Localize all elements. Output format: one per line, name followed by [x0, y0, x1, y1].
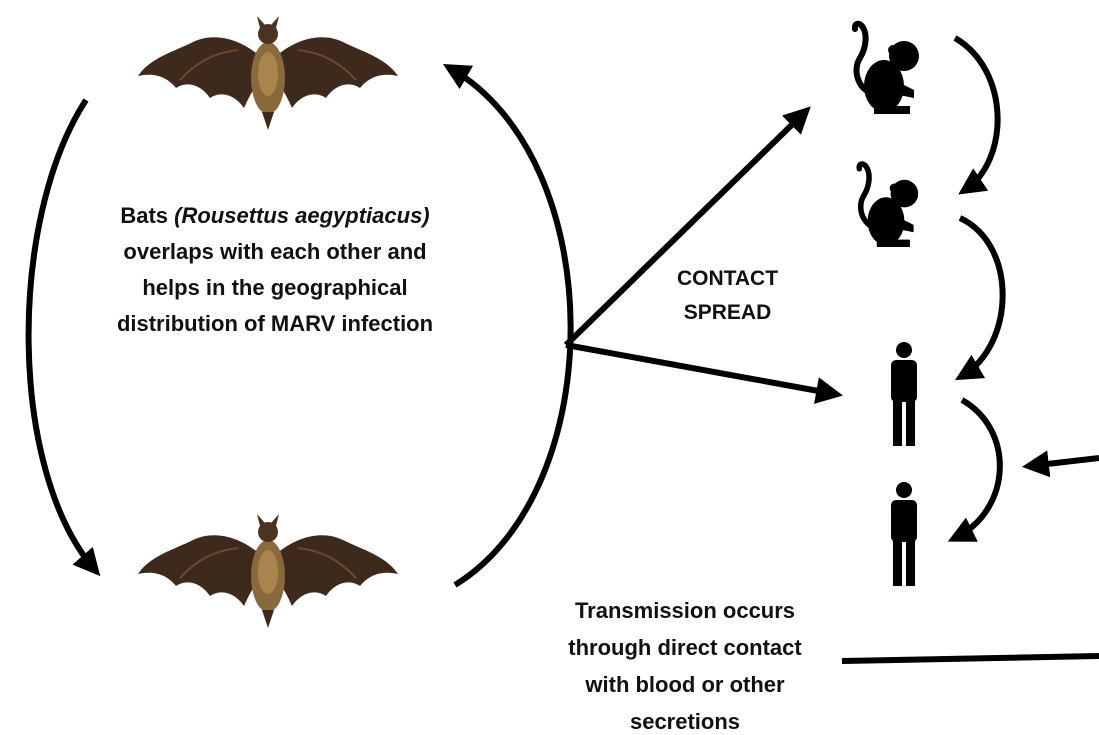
transmission-arrow — [1030, 458, 1099, 466]
bats-description: Bats (Rousettus aegyptiacus) overlaps wi… — [75, 198, 475, 342]
transmission-line2: through direct contact — [520, 629, 850, 666]
monkey-icon-2 — [859, 164, 918, 247]
person-icon-2 — [891, 482, 917, 586]
bats-description-line4: distribution of MARV infection — [75, 306, 475, 342]
chain-arrow-monkey-to-monkey — [955, 38, 998, 190]
transmission-line3: with blood or other — [520, 666, 850, 703]
contact-spread-line1: CONTACT — [660, 262, 795, 296]
transmission-description: Transmission occurs through direct conta… — [520, 592, 850, 735]
chain-arrow-human-to-human — [955, 400, 1000, 538]
bats-label: Bats — [120, 203, 174, 228]
bat-icon-top — [138, 16, 398, 130]
person-icon-1 — [891, 342, 917, 446]
transmission-line — [842, 656, 1099, 661]
contact-arrow-to-human — [566, 345, 835, 394]
contact-spread-line2: SPREAD — [660, 296, 795, 330]
bats-description-line2: overlaps with each other and — [75, 234, 475, 270]
chain-arrow-monkey-to-human — [960, 218, 1003, 376]
bats-description-line1: Bats (Rousettus aegyptiacus) — [75, 198, 475, 234]
species-name: (Rousettus aegyptiacus) — [174, 203, 430, 228]
bats-description-line3: helps in the geographical — [75, 270, 475, 306]
bat-icon-bottom — [138, 514, 398, 628]
transmission-line1: Transmission occurs — [520, 592, 850, 629]
transmission-line4: secretions — [520, 703, 850, 735]
contact-spread-label: CONTACT SPREAD — [660, 262, 795, 330]
monkey-icon-1 — [855, 24, 919, 114]
